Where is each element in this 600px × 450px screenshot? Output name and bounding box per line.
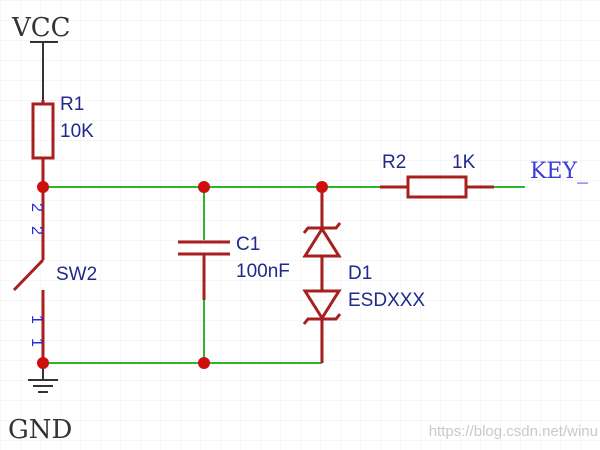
d1-ref: D1 <box>348 263 372 284</box>
vcc-label: VCC <box>11 13 71 43</box>
d1-value: ESDXXX <box>348 290 425 311</box>
r1-ref: R1 <box>60 94 84 115</box>
gnd-label: GND <box>8 415 72 445</box>
junction-dot <box>37 357 49 369</box>
watermark-text: https://blog.csdn.net/winu <box>429 423 598 440</box>
junction-dot <box>198 357 210 369</box>
sw2-pin-bottom-a: 1 <box>28 315 45 324</box>
junction-dot <box>198 181 210 193</box>
key-net-label: KEY_ <box>530 159 588 184</box>
r2-ref: R2 <box>382 152 406 173</box>
sw2-ref: SW2 <box>56 264 97 285</box>
r1-value: 10K <box>60 121 94 142</box>
r2-value: 1K <box>452 152 476 173</box>
junction-dot <box>316 181 328 193</box>
c1-value: 100nF <box>236 261 290 282</box>
sw2-pin-top-a: 2 <box>28 203 45 212</box>
c1-ref: C1 <box>236 234 260 255</box>
junction-dot <box>37 181 49 193</box>
sw2-blade <box>12 258 45 292</box>
sw2-pin-top-b: 2 <box>28 226 45 235</box>
sw2-pin-bottom-b: 1 <box>28 338 45 347</box>
